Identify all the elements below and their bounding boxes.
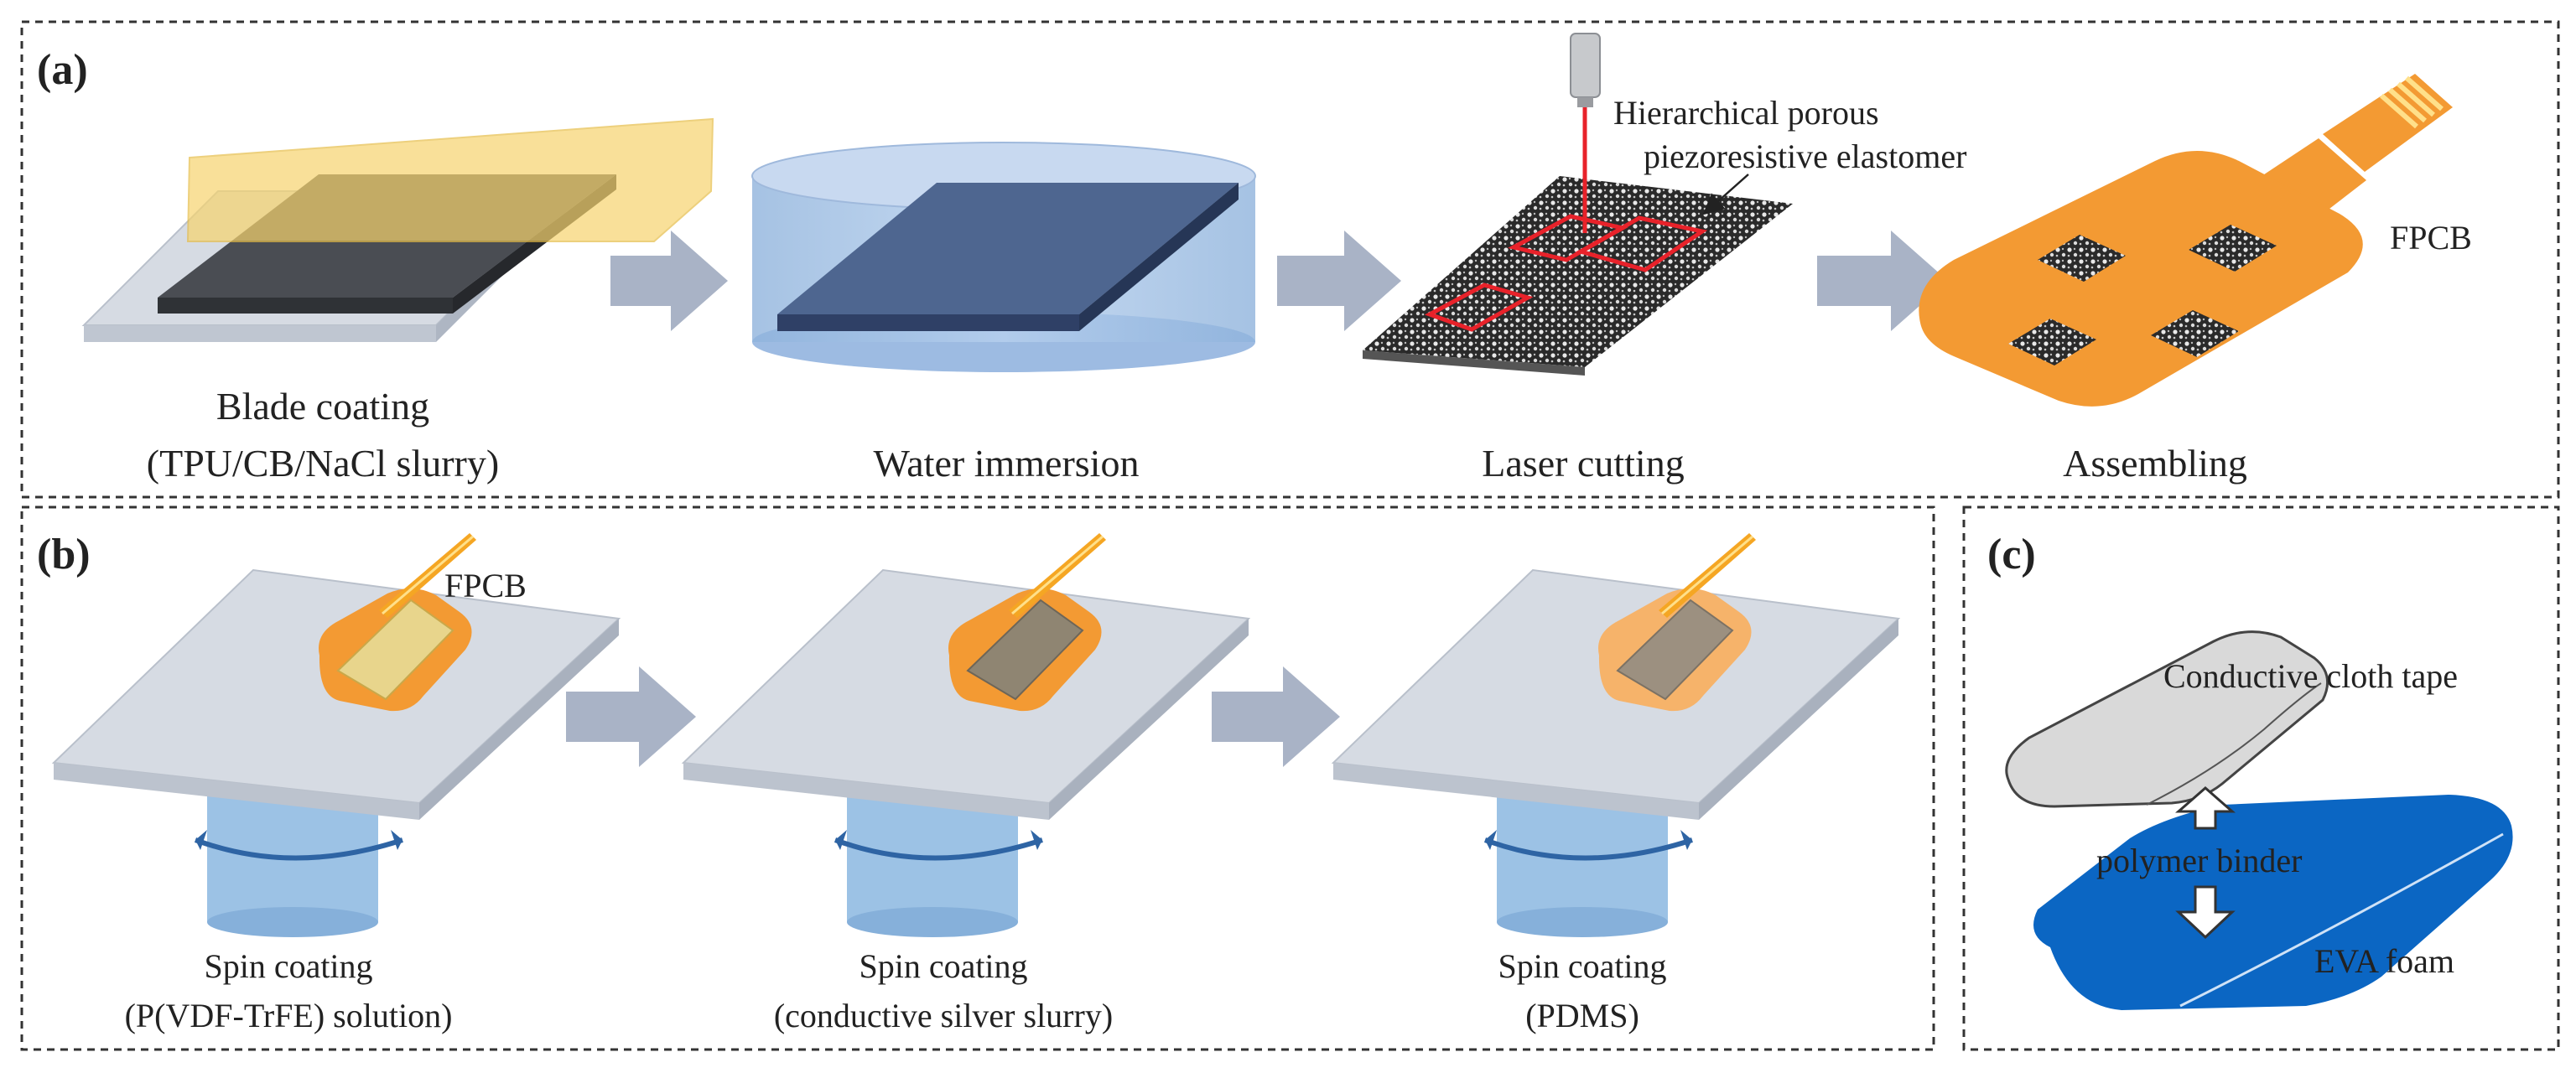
step-a1-line1: Blade coating [216, 385, 429, 428]
callout-line1: Hierarchical porous [1613, 94, 1879, 132]
sensor-4 [2151, 310, 2239, 357]
panel-c-label: (c) [1987, 531, 2036, 578]
process-arrow-a1 [610, 231, 728, 331]
step-a2-line1: Water immersion [874, 442, 1140, 485]
step-b1-line1: Spin coating [204, 947, 372, 985]
step-a1-line2: (TPU/CB/NaCl slurry) [147, 442, 499, 485]
eva-foam [2033, 795, 2513, 1010]
sensor-3 [2008, 319, 2096, 365]
down-arrow [2175, 885, 2236, 940]
panel-b-label: (b) [37, 531, 91, 578]
up-arrow [2175, 786, 2236, 830]
spin-station-1 [51, 533, 621, 937]
process-arrow-b1 [566, 666, 696, 767]
panel-a-label: (a) [37, 46, 88, 94]
callout-line2: piezoresistive elastomer [1644, 137, 1966, 175]
spin-station-2 [681, 533, 1251, 937]
spin-station-3 [1331, 533, 1901, 937]
cut-outline-2 [1575, 215, 1708, 272]
panel-c-border [1962, 505, 2560, 1051]
panel-b-border [20, 505, 1935, 1051]
process-arrow-a3 [1817, 231, 1948, 331]
assembling-illustration [1919, 74, 2453, 407]
step-a3-line1: Laser cutting [1482, 442, 1684, 485]
panel-a-border [20, 20, 2560, 499]
tape-label: Conductive cloth tape [2163, 657, 2458, 695]
step-b3-line1: Spin coating [1498, 947, 1666, 985]
laser-cutting-illustration [1363, 33, 1793, 376]
step-b2-line1: Spin coating [859, 947, 1027, 985]
foam-label: EVA foam [2314, 942, 2454, 980]
assembly-stack-illustration [2005, 630, 2513, 1010]
sensor-1 [2038, 235, 2126, 282]
fpcb-label-a: FPCB [2390, 219, 2472, 257]
step-b2-line2: (conductive silver slurry) [774, 997, 1113, 1034]
cut-outline-3 [1424, 283, 1534, 332]
water-immersion-illustration [751, 142, 1256, 372]
binder-label: polymer binder [2096, 842, 2303, 879]
conductive-cloth-tape [2005, 630, 2329, 808]
fpcb-label-b: FPCB [444, 567, 527, 604]
process-arrow-b2 [1212, 666, 1340, 767]
step-b3-line2: (PDMS) [1525, 997, 1639, 1034]
callout-pointer [1702, 174, 1749, 215]
step-a4-line1: Assembling [2063, 442, 2247, 485]
step-b1-line2: (P(VDF-TrFE) solution) [125, 997, 453, 1034]
process-arrow-a2 [1277, 231, 1401, 331]
laser-head [1570, 33, 1601, 98]
blade-coating-illustration [81, 117, 714, 342]
sensor-2 [2189, 225, 2277, 272]
